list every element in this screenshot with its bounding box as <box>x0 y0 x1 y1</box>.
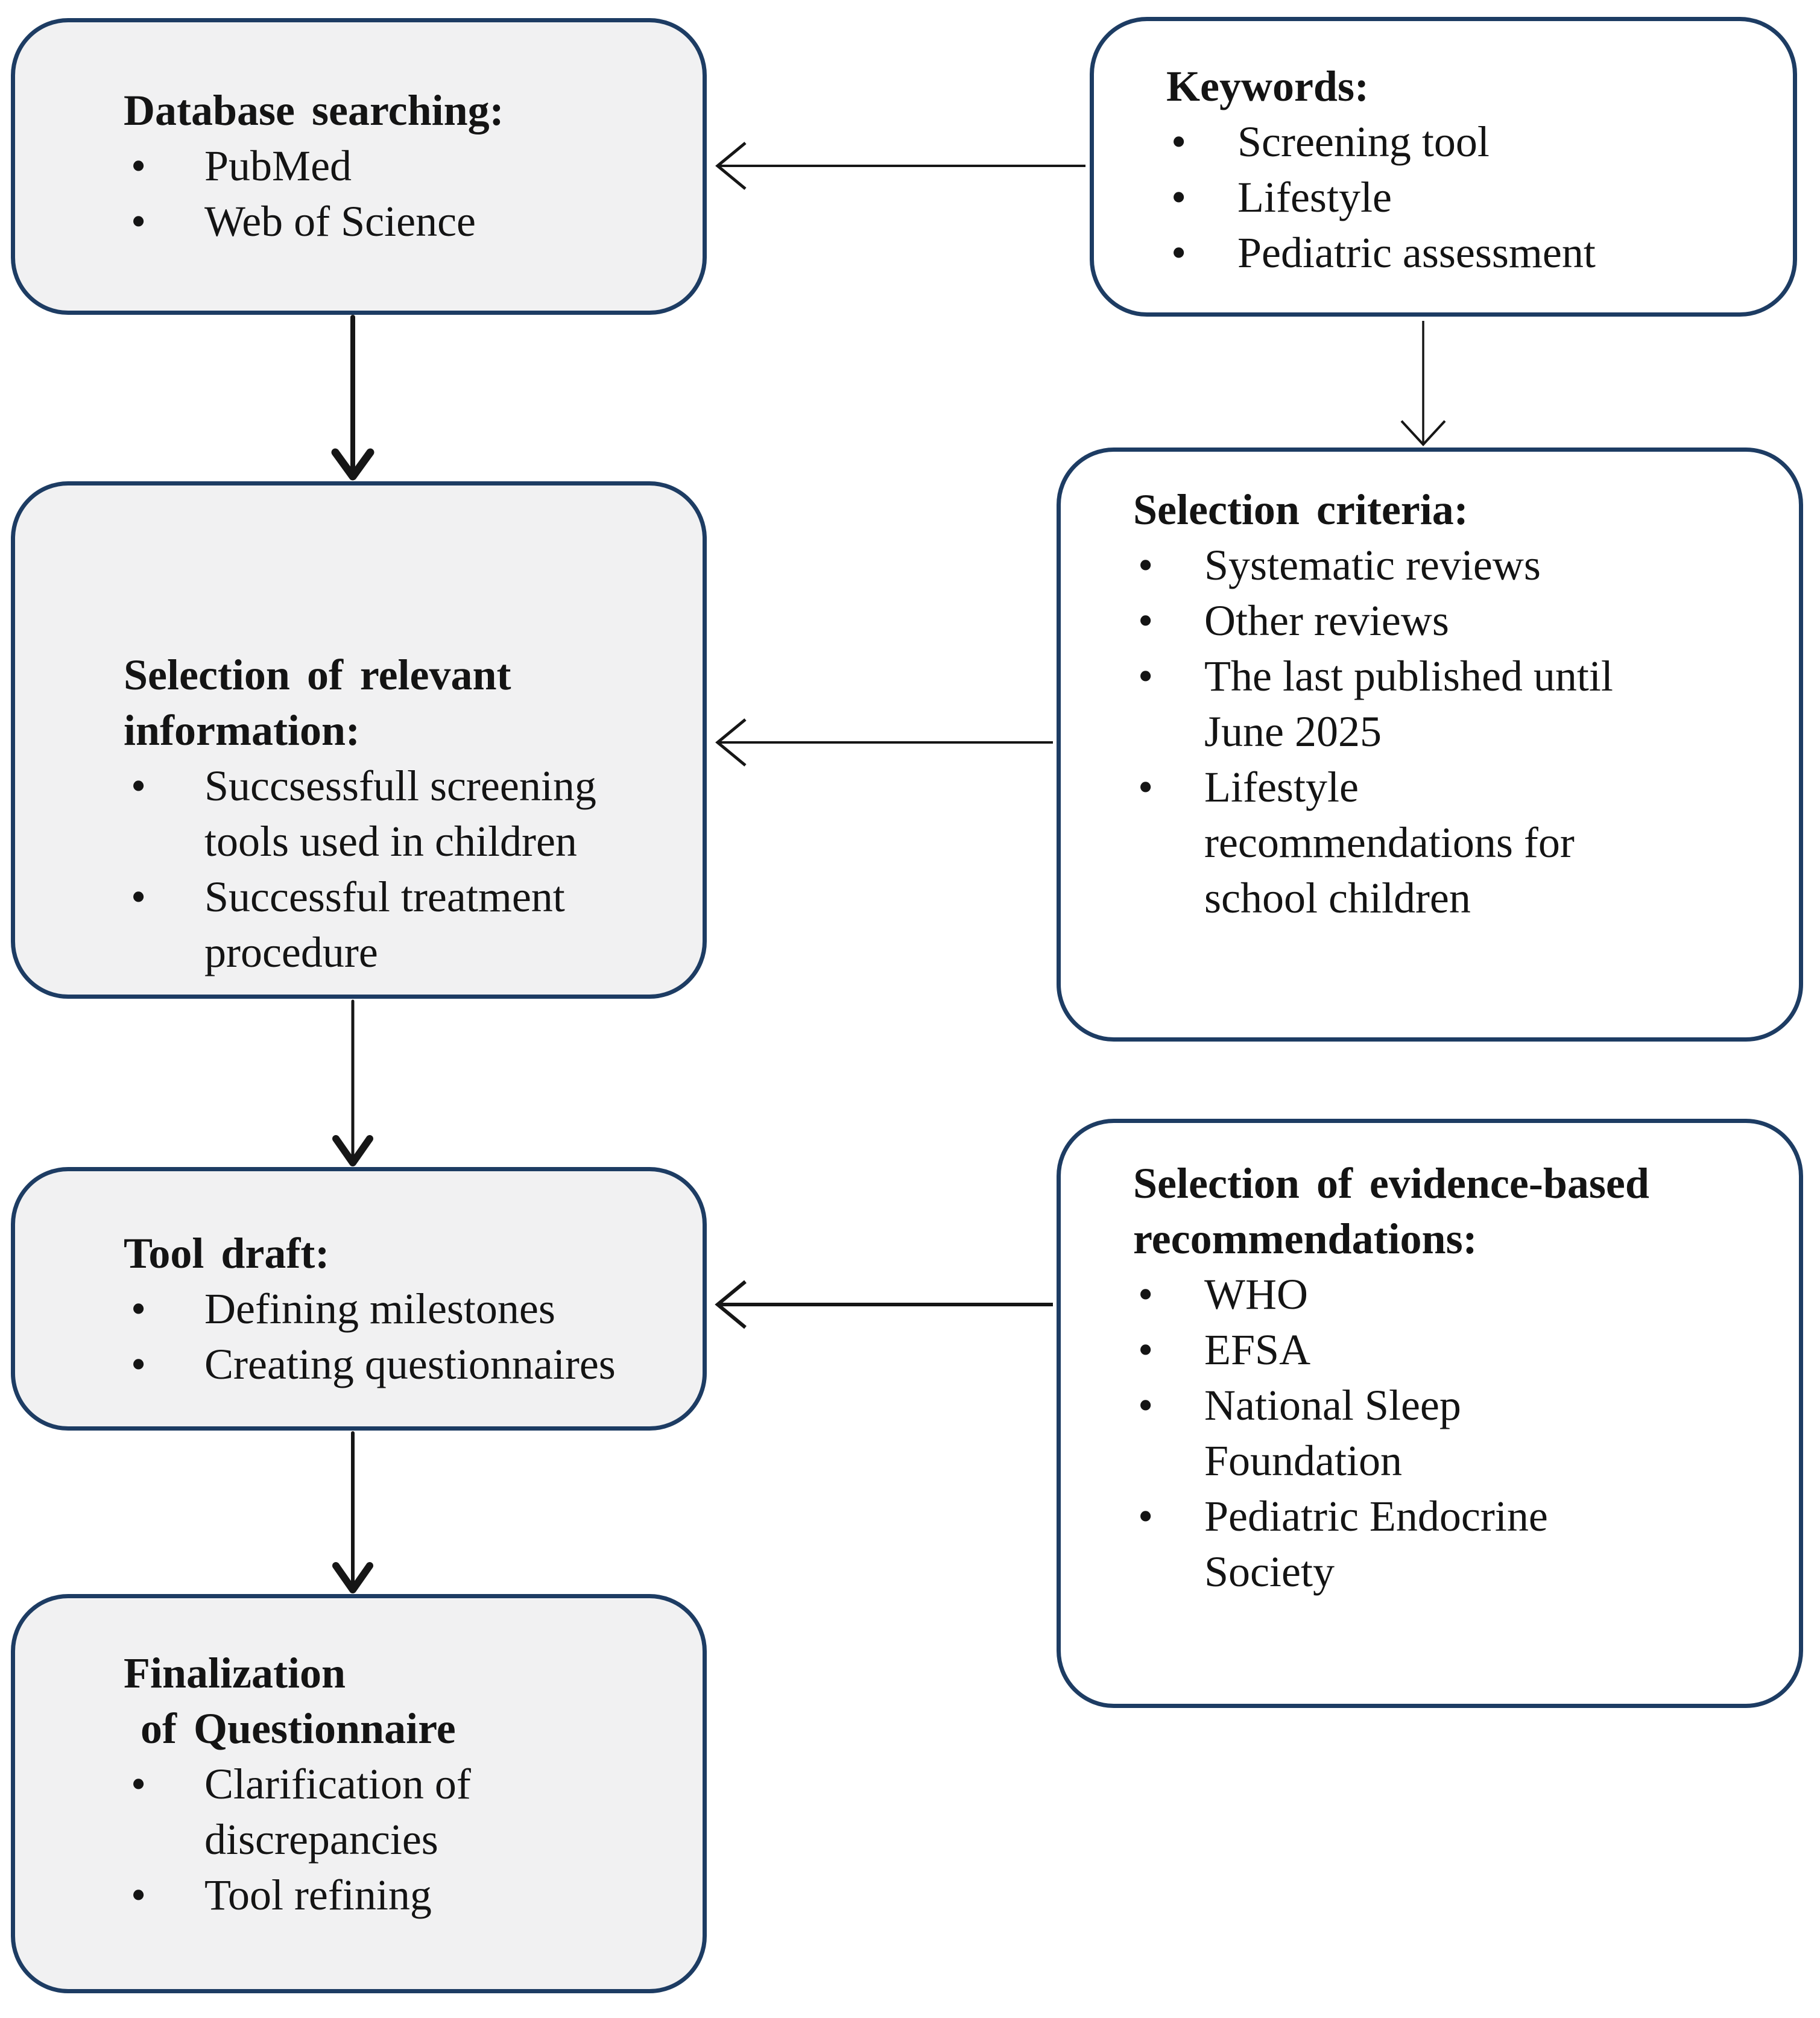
bullet-text: Pediatric Endocrine Society <box>1204 1492 1548 1596</box>
bullet-item: • Web of Science <box>124 194 681 249</box>
bullet-text: Other reviews <box>1204 596 1449 645</box>
bullet-dot: • <box>1138 541 1154 589</box>
bullet-item: • Pediatric assessment <box>1166 225 1771 280</box>
bullet-item: • Lifestyle recommendations for school ch… <box>1133 759 1777 926</box>
box-heading: Database searching: <box>124 86 504 134</box>
selection-criteria-box: Selection criteria: •Systematic reviews•… <box>1057 448 1803 1042</box>
box-heading: Keywords: <box>1166 62 1369 110</box>
bullet-dot: • <box>1138 1326 1154 1374</box>
selection-of-relevant-information-box: Selection of relevant information: • Succ… <box>11 481 707 999</box>
database-searching-box: Database searching: • PubMed • Web of Scien… <box>11 18 707 315</box>
bullet-list: • Succsessfull screening tools used in ch… <box>124 758 681 980</box>
arrow-keywords-to-database <box>715 142 1085 190</box>
bullet-item: • Creating questionnaires <box>124 1336 681 1392</box>
keywords-box: Keywords: • Screening tool • Lifestyle • Pedi… <box>1090 17 1797 317</box>
bullet-item: • EFSA <box>1133 1322 1777 1377</box>
bullet-text: Pediatric assessment <box>1237 229 1596 277</box>
bullet-text: Systematic reviews <box>1204 541 1541 589</box>
bullet-text: Tool refining <box>204 1871 432 1919</box>
evidence-based-recommendations-box: Selection of evidence-based recommendati… <box>1057 1119 1803 1708</box>
bullet-text: Web of Science <box>204 197 476 245</box>
box-heading: Finalization of Questionnaire <box>124 1649 456 1753</box>
bullet-text: Successful treatment procedure <box>204 873 565 976</box>
bullet-dot: • <box>1138 596 1154 645</box>
bullet-text: EFSA <box>1204 1326 1311 1374</box>
bullet-dot: • <box>131 142 147 190</box>
bullet-dot: • <box>1138 652 1154 700</box>
bullet-dot: • <box>131 1760 147 1808</box>
bullet-text: Lifestyle <box>1237 173 1392 221</box>
bullet-item: • Systematic reviews <box>1133 537 1777 593</box>
arrow-keywords-to-criteria <box>1400 321 1446 446</box>
bullet-list: • Defining milestones • Creating questionna… <box>124 1281 681 1392</box>
bullet-item: • Defining milestones <box>124 1281 681 1336</box>
bullet-list: • Clarification of discrepancies • Tool ref… <box>124 1756 681 1923</box>
bullet-text: Defining milestones <box>204 1285 555 1333</box>
bullet-dot: • <box>131 762 147 810</box>
bullet-list: • PubMed • Web of Science <box>124 138 681 249</box>
bullet-dot: • <box>1171 173 1187 221</box>
bullet-text: National Sleep Foundation <box>1204 1381 1461 1485</box>
bullet-list: • WHO • EFSA • National Sleep Foundation • Pedi… <box>1133 1267 1777 1599</box>
bullet-dot: • <box>1138 1492 1154 1540</box>
bullet-text: Screening tool <box>1237 118 1490 166</box>
bullet-dot: • <box>131 197 147 245</box>
bullet-text: Lifestyle recommendations for school chi… <box>1204 763 1575 922</box>
bullet-text: Succsessfull screening tools used in chi… <box>204 762 596 865</box>
bullet-dot: • <box>131 1871 147 1919</box>
bullet-text: WHO <box>1204 1270 1308 1318</box>
box-heading: Tool draft: <box>124 1229 330 1277</box>
arrow-evidence-to-tool-draft <box>715 1280 1053 1329</box>
bullet-item: • Tool refining <box>124 1867 681 1923</box>
bullet-item: • WHO <box>1133 1267 1777 1322</box>
bullet-dot: • <box>131 1340 147 1388</box>
finalization-of-questionnaire-box: Finalization of Questionnaire • Clarifica… <box>11 1594 707 1993</box>
bullet-dot: • <box>1138 763 1154 811</box>
arrow-tool-draft-to-finalization <box>332 1431 373 1593</box>
bullet-dot: • <box>131 873 147 921</box>
bullet-item: • Succsessfull screening tools used in ch… <box>124 758 681 869</box>
bullet-item: • Lifestyle <box>1166 169 1771 225</box>
bullet-item: • Successful treatment procedure <box>124 869 681 980</box>
bullet-dot: • <box>1138 1381 1154 1429</box>
bullet-dot: • <box>1171 118 1187 166</box>
bullet-item: • Pediatric Endocrine Society <box>1133 1488 1777 1599</box>
tool-draft-box: Tool draft: • Defining milestones • Creatin… <box>11 1167 707 1431</box>
arrow-selection-info-to-tool-draft <box>332 999 373 1166</box>
bullet-dot: • <box>1171 229 1187 277</box>
bullet-text: Clarification of discrepancies <box>204 1760 471 1864</box>
bullet-text: PubMed <box>204 142 352 190</box>
bullet-item: • Screening tool <box>1166 114 1771 169</box>
bullet-text: The last published until June 2025 <box>1204 652 1613 756</box>
arrow-criteria-to-selection-info <box>715 718 1053 767</box>
box-heading: Selection of evidence-based recommendati… <box>1133 1159 1649 1263</box>
bullet-item: • The last published until June 2025 <box>1133 648 1777 759</box>
arrow-database-to-selection-info <box>331 315 374 481</box>
bullet-item: • Clarification of discrepancies <box>124 1756 681 1867</box>
bullet-item: • PubMed <box>124 138 681 194</box>
bullet-item: • National Sleep Foundation <box>1133 1377 1777 1488</box>
bullet-list: • Screening tool • Lifestyle • Pediatric asse… <box>1166 114 1771 280</box>
box-heading: Selection of relevant information: <box>124 651 511 754</box>
box-heading: Selection criteria: <box>1133 486 1468 534</box>
bullet-dot: • <box>131 1285 147 1333</box>
bullet-item: • Other reviews <box>1133 593 1777 648</box>
bullet-dot: • <box>1138 1270 1154 1318</box>
bullet-list: • Systematic reviews • Other reviews • The la… <box>1133 537 1777 926</box>
bullet-text: Creating questionnaires <box>204 1340 616 1388</box>
